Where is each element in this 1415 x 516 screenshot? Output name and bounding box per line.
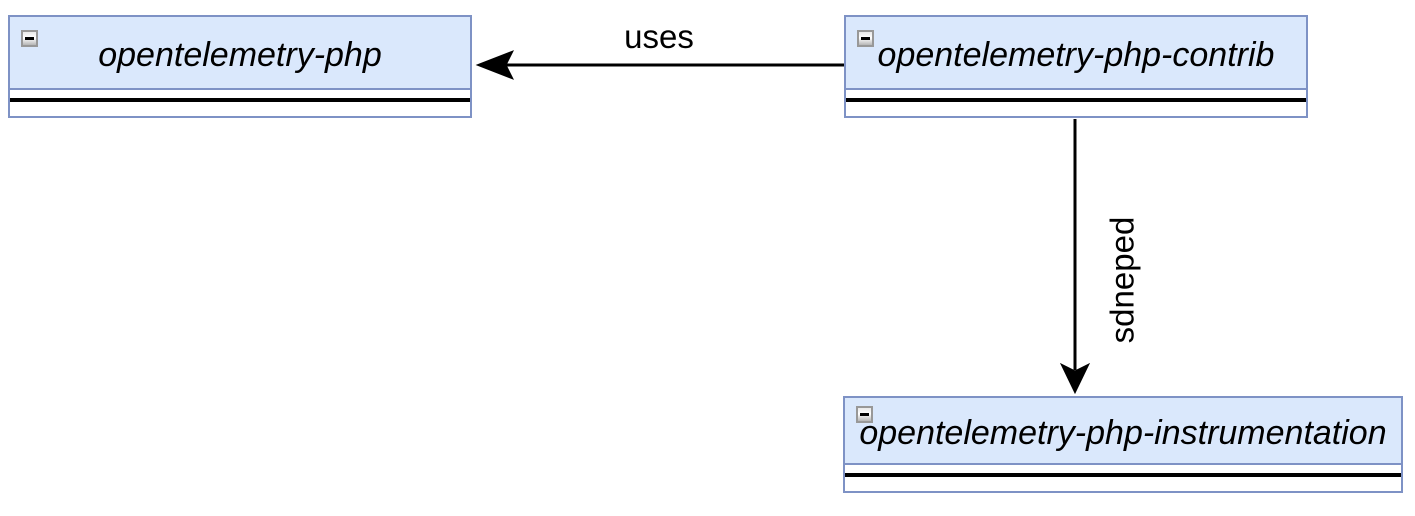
compartment-divider	[846, 98, 1306, 102]
minus-icon	[860, 413, 869, 416]
node-body-compartment	[846, 90, 1306, 116]
node-opentelemetry-php-instrumentation[interactable]: opentelemetry-php-instrumentation	[843, 396, 1403, 493]
node-opentelemetry-php-contrib[interactable]: opentelemetry-php-contrib	[844, 15, 1308, 118]
collapse-toggle-button[interactable]	[21, 30, 38, 47]
node-title-bar: opentelemetry-php-contrib	[846, 17, 1306, 90]
node-title: opentelemetry-php-contrib	[877, 35, 1275, 74]
depends-arrowhead-icon	[1059, 362, 1091, 395]
depends-edge-label: depends	[1103, 216, 1141, 344]
minus-icon	[861, 37, 870, 40]
collapse-toggle-button[interactable]	[856, 406, 873, 423]
node-title-bar: opentelemetry-php	[10, 17, 470, 90]
node-body-compartment	[845, 465, 1401, 491]
node-title: opentelemetry-php	[98, 35, 382, 74]
uses-edge-label: uses	[624, 18, 694, 55]
compartment-divider	[10, 98, 470, 102]
node-title-bar: opentelemetry-php-instrumentation	[845, 398, 1401, 465]
compartment-divider	[845, 473, 1401, 477]
node-opentelemetry-php[interactable]: opentelemetry-php	[8, 15, 472, 118]
collapse-toggle-button[interactable]	[857, 30, 874, 47]
node-title: opentelemetry-php-instrumentation	[859, 413, 1387, 452]
node-body-compartment	[10, 90, 470, 116]
minus-icon	[25, 37, 34, 40]
uses-arrowhead-icon	[475, 50, 515, 80]
